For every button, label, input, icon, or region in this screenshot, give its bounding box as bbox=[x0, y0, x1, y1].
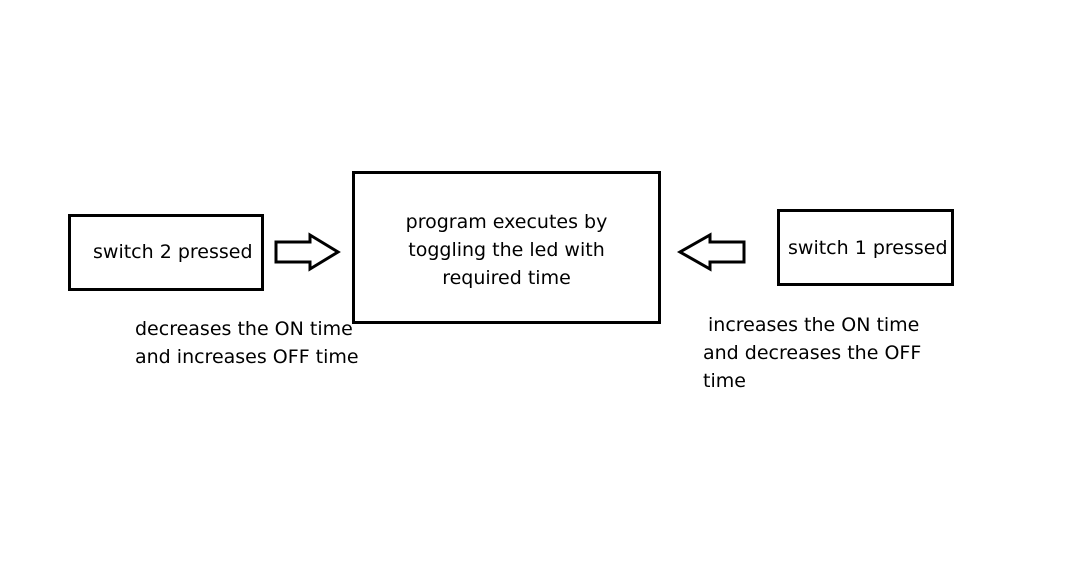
program-text-line: required time bbox=[442, 267, 571, 289]
switch-1-label: switch 1 pressed bbox=[788, 237, 948, 259]
switch-2-note-line: and increases OFF time bbox=[135, 346, 359, 368]
switch-2-box: switch 2 pressed bbox=[68, 214, 264, 291]
switch-2-note: decreases the ON time and increases OFF … bbox=[135, 315, 359, 371]
switch-1-note: increases the ON time and decreases the … bbox=[703, 311, 921, 395]
switch-1-note-line: increases the ON time bbox=[708, 314, 920, 336]
program-text-line: toggling the led with bbox=[408, 239, 605, 261]
switch-1-box: switch 1 pressed bbox=[777, 209, 954, 286]
program-text-line: program executes by bbox=[405, 211, 608, 233]
switch-1-note-line: time bbox=[703, 370, 746, 392]
arrow-right-icon bbox=[274, 232, 341, 272]
program-text: program executes by toggling the led wit… bbox=[355, 208, 658, 292]
switch-2-note-line: decreases the ON time bbox=[135, 318, 353, 340]
switch-2-label: switch 2 pressed bbox=[93, 241, 253, 263]
switch-1-note-line: and decreases the OFF bbox=[703, 342, 922, 364]
program-box: program executes by toggling the led wit… bbox=[352, 171, 661, 324]
arrow-left-icon bbox=[676, 232, 746, 272]
